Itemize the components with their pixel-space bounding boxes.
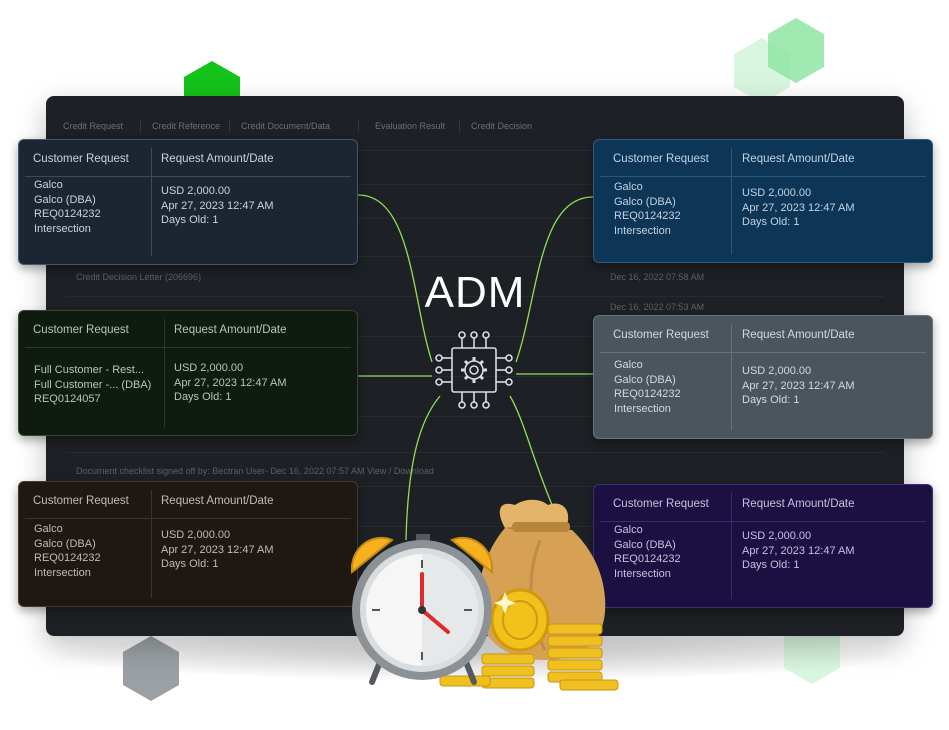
card-header-customer-request: Customer Request	[613, 329, 709, 341]
card-header-request-amount: Request Amount/Date	[742, 329, 855, 341]
request-card-right-bot[interactable]: Customer Request Request Amount/Date Gal…	[593, 484, 933, 608]
card-header-customer-request: Customer Request	[33, 495, 129, 507]
card-header-customer-request: Customer Request	[613, 498, 709, 510]
card-header-request-amount: Request Amount/Date	[742, 153, 855, 165]
row-divider	[66, 486, 884, 487]
card-divider	[164, 319, 165, 427]
adm-title: ADM	[424, 268, 526, 317]
request-card-right-mid[interactable]: Customer Request Request Amount/Date Gal…	[593, 315, 933, 439]
row-divider	[66, 416, 884, 417]
connector-line	[357, 194, 433, 363]
hexagon-gray-icon	[123, 636, 179, 701]
request-card-left-mid[interactable]: Customer Request Request Amount/Date Ful…	[18, 310, 358, 436]
checklist-signoff-text: Document checklist signed off by: Bectra…	[76, 466, 434, 476]
row-divider	[66, 184, 884, 185]
tab-bar: Credit Request Credit Reference Credit D…	[46, 114, 904, 138]
tab-divider	[358, 120, 359, 132]
card-header-request-amount: Request Amount/Date	[742, 498, 855, 510]
card-divider	[25, 176, 351, 177]
gold-coins-icon	[439, 588, 619, 691]
request-card-right-top[interactable]: Customer Request Request Amount/Date Gal…	[593, 139, 933, 263]
connector-line	[515, 196, 594, 363]
card-divider	[600, 176, 926, 177]
connector-line	[405, 395, 441, 541]
tab-evaluation-result[interactable]: Evaluation Result	[375, 121, 446, 131]
row-divider	[66, 296, 884, 297]
tab-credit-reference[interactable]: Credit Reference	[152, 121, 221, 131]
card-divider	[731, 324, 732, 430]
row-timestamp: Dec 16, 2022 07:58 AM	[610, 272, 705, 282]
row-divider	[66, 256, 884, 257]
alarm-clock-icon	[350, 534, 494, 685]
card-header-customer-request: Customer Request	[613, 153, 709, 165]
card-divider	[731, 148, 732, 254]
row-divider	[66, 376, 884, 377]
tab-credit-document[interactable]: Credit Document/Data	[241, 121, 331, 131]
card-divider	[25, 518, 351, 519]
tab-divider	[229, 120, 230, 132]
row-divider	[66, 526, 884, 527]
row-timestamp: Dec 16, 2022 07:53 AM	[610, 302, 705, 312]
credit-decision-letter-link[interactable]: Credit Decision Letter (206696)	[76, 272, 202, 282]
row-divider	[66, 452, 884, 453]
row-divider	[66, 336, 884, 337]
card-header-request-amount: Request Amount/Date	[174, 324, 287, 336]
card-divider	[731, 493, 732, 599]
customer-request-cell: Full Customer - Rest...Full Customer -..…	[34, 364, 152, 405]
card-header-request-amount: Request Amount/Date	[161, 153, 274, 165]
card-header-request-amount: Request Amount/Date	[161, 495, 274, 507]
card-divider	[151, 490, 152, 598]
tab-credit-request[interactable]: Credit Request	[63, 121, 124, 131]
card-header-customer-request: Customer Request	[33, 153, 129, 165]
card-divider	[600, 352, 926, 353]
tab-divider	[140, 120, 141, 132]
row-divider	[66, 218, 884, 219]
card-divider	[25, 347, 351, 348]
row-divider	[66, 150, 884, 151]
card-divider	[600, 521, 926, 522]
request-card-left-bot[interactable]: Customer Request Request Amount/Date Gal…	[18, 481, 358, 607]
tab-divider	[459, 120, 460, 132]
card-divider	[151, 148, 152, 256]
hexagon-mint-icon	[768, 18, 824, 83]
request-card-left-top[interactable]: Customer Request Request Amount/Date Gal…	[18, 139, 358, 265]
card-header-customer-request: Customer Request	[33, 324, 129, 336]
tab-credit-decision[interactable]: Credit Decision	[471, 121, 533, 131]
